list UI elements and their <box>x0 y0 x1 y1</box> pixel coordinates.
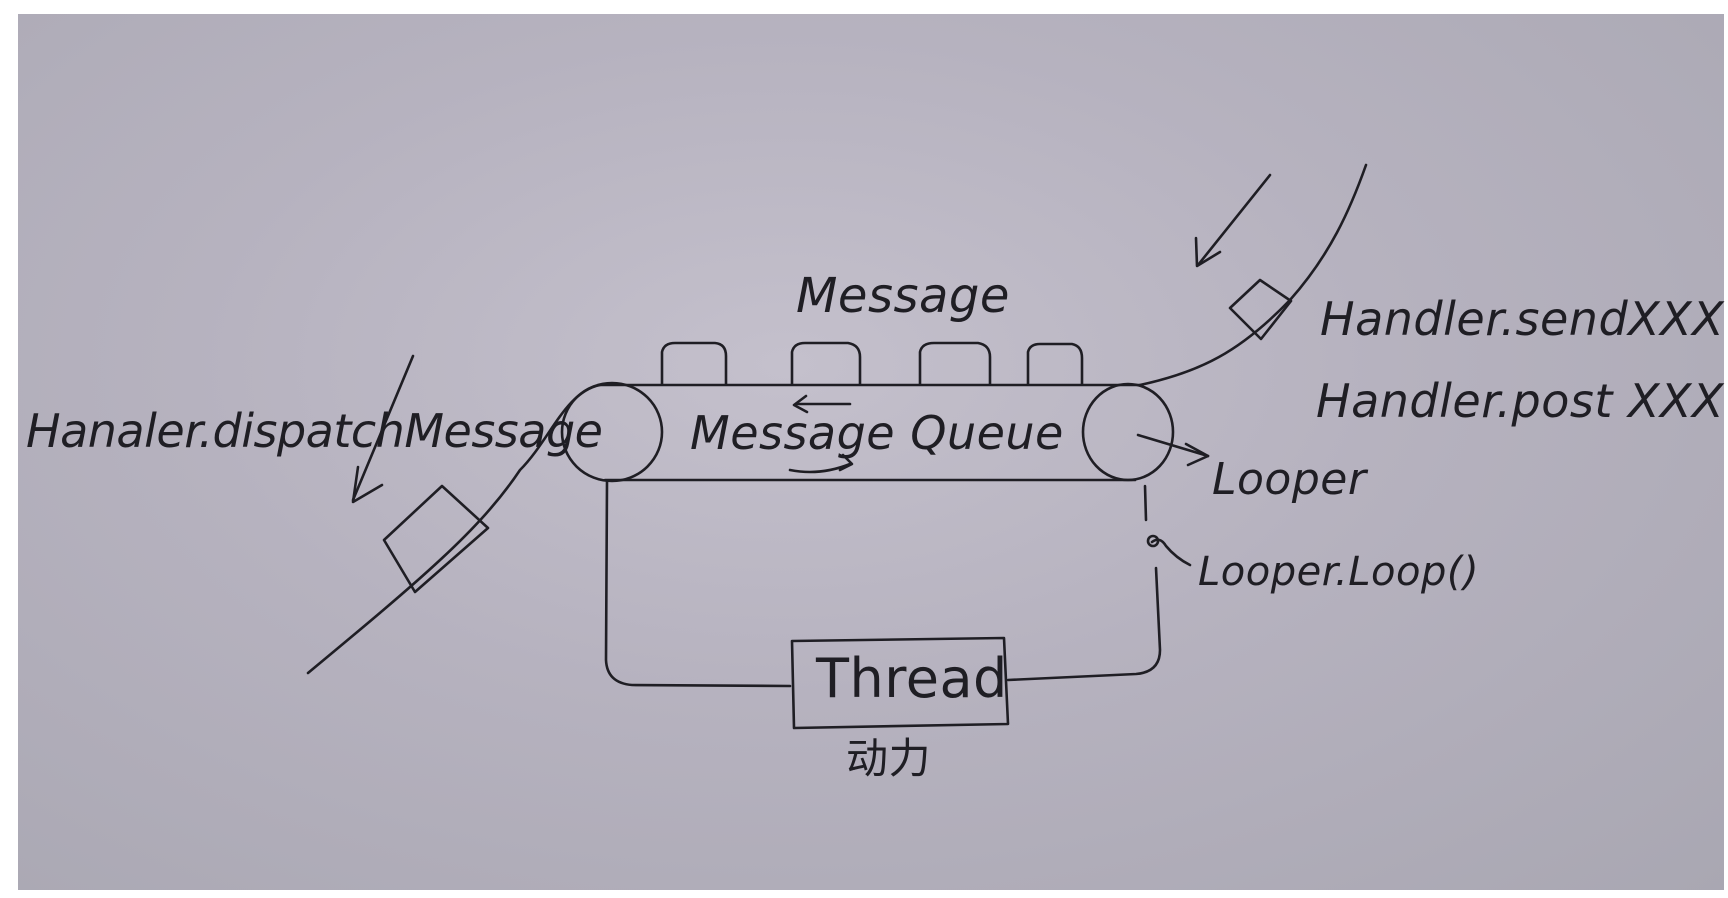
message-block <box>918 341 992 386</box>
queue-direction-arrow <box>788 394 854 474</box>
looper-pointer-arrow <box>1136 433 1210 467</box>
message-queue-belt <box>560 381 1175 483</box>
message-block <box>790 341 862 386</box>
loop-pointer-dot <box>1146 534 1160 548</box>
message-block <box>1026 342 1084 386</box>
drive-belt-left <box>604 480 792 688</box>
exit-ramp <box>306 383 602 675</box>
paper-background <box>18 14 1724 890</box>
enqueue-arrow-head <box>1194 236 1222 268</box>
enqueue-slide <box>1138 163 1368 387</box>
dispatched-message-block <box>382 484 490 594</box>
looper-roller <box>1081 382 1175 482</box>
thread-box <box>790 636 1010 730</box>
messages-on-belt <box>660 341 1084 386</box>
looper-label: Looper <box>1212 454 1367 505</box>
message-queue-label: Message Queue <box>690 406 1064 460</box>
send-label: Handler.sendXXX <box>1320 292 1725 346</box>
dispatch-label: Hanaler.dispatchMessage <box>26 404 603 458</box>
drive-belt-right-lower <box>1006 566 1162 682</box>
message-block <box>660 341 728 386</box>
power-label: 动力 <box>846 734 932 783</box>
thread-drive-belt <box>604 480 1162 730</box>
thread-label: Thread <box>816 647 1008 710</box>
loop-pointer <box>1150 538 1192 567</box>
drive-belt-right-upper <box>1143 484 1148 522</box>
incoming-message-block <box>1228 278 1293 341</box>
enqueue-arrow-shaft <box>1196 173 1272 267</box>
message-label: Message <box>796 268 1010 324</box>
dispatch-arrow-head <box>351 465 384 504</box>
looper-loop-label: Looper.Loop() <box>1198 549 1480 595</box>
dispatch-slide <box>306 354 602 675</box>
dispatch-arrow-shaft <box>351 354 415 502</box>
post-label: Handler.post XXX <box>1316 374 1725 428</box>
left-roller <box>560 381 664 483</box>
